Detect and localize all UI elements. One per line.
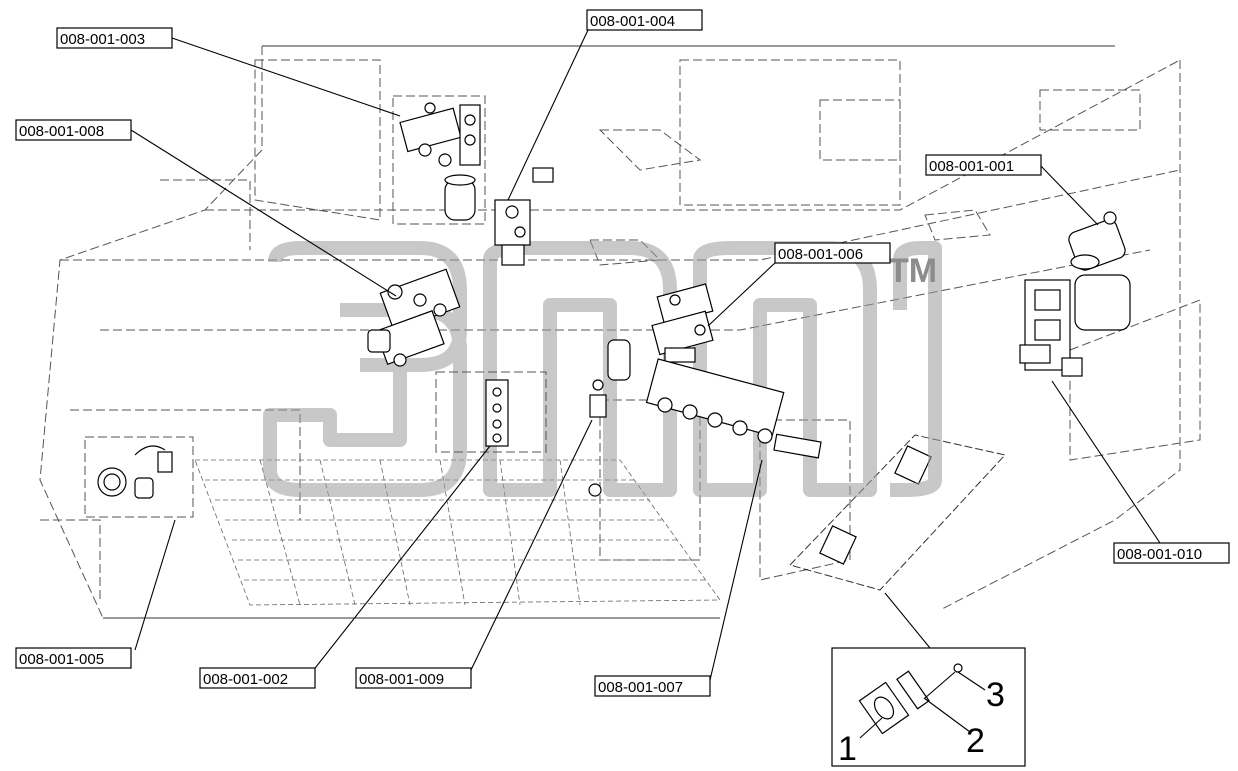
component-panel-005 (84, 436, 194, 518)
component-valve-004 (494, 167, 554, 266)
inset-item-1: 1 (838, 730, 857, 768)
svg-text:008-001-005: 008-001-005 (19, 651, 104, 668)
inset-item-2: 2 (966, 722, 985, 760)
callout-labels: 008-001-003 008-001-004 008-001-008 008-… (15, 9, 1230, 697)
leader-lines (130, 29, 1161, 681)
component-accumulator-010 (1019, 274, 1131, 377)
callout-008-001-002: 008-001-002 (199, 667, 316, 689)
callout-008-001-004: 008-001-004 (586, 9, 703, 31)
watermark-logo: TM (263, 241, 942, 497)
detail-inset: 1 2 3 (831, 647, 1026, 768)
callout-008-001-001: 008-001-001 (925, 154, 1042, 176)
callout-008-001-010: 008-001-010 (1113, 542, 1230, 564)
svg-text:008-001-007: 008-001-007 (598, 679, 683, 696)
callout-008-001-008: 008-001-008 (15, 119, 132, 141)
callout-008-001-006: 008-001-006 (774, 242, 891, 264)
svg-text:008-001-003: 008-001-003 (60, 31, 145, 48)
component-manifold-002 (435, 371, 547, 453)
inset-item-3: 3 (986, 676, 1005, 714)
svg-text:008-001-002: 008-001-002 (203, 671, 288, 688)
component-valve-stack-008 (367, 268, 461, 367)
callout-008-001-005: 008-001-005 (15, 647, 132, 669)
callout-008-001-009: 008-001-009 (355, 667, 472, 689)
component-valve-006 (651, 283, 714, 363)
component-control-valve-007 (645, 358, 822, 459)
svg-text:008-001-004: 008-001-004 (590, 13, 675, 30)
callout-008-001-007: 008-001-007 (594, 675, 711, 697)
cover-plate (789, 434, 1006, 591)
component-valve-block-003 (392, 95, 486, 225)
svg-text:008-001-010: 008-001-010 (1117, 546, 1202, 563)
svg-text:008-001-001: 008-001-001 (929, 158, 1014, 175)
svg-text:008-001-009: 008-001-009 (359, 671, 444, 688)
component-filter-001 (1068, 211, 1126, 271)
svg-text:008-001-008: 008-001-008 (19, 123, 104, 140)
trademark-text: TM (888, 252, 937, 290)
svg-text:008-001-006: 008-001-006 (778, 246, 863, 263)
component-filter-009 (588, 339, 631, 497)
callout-008-001-003: 008-001-003 (56, 27, 173, 49)
